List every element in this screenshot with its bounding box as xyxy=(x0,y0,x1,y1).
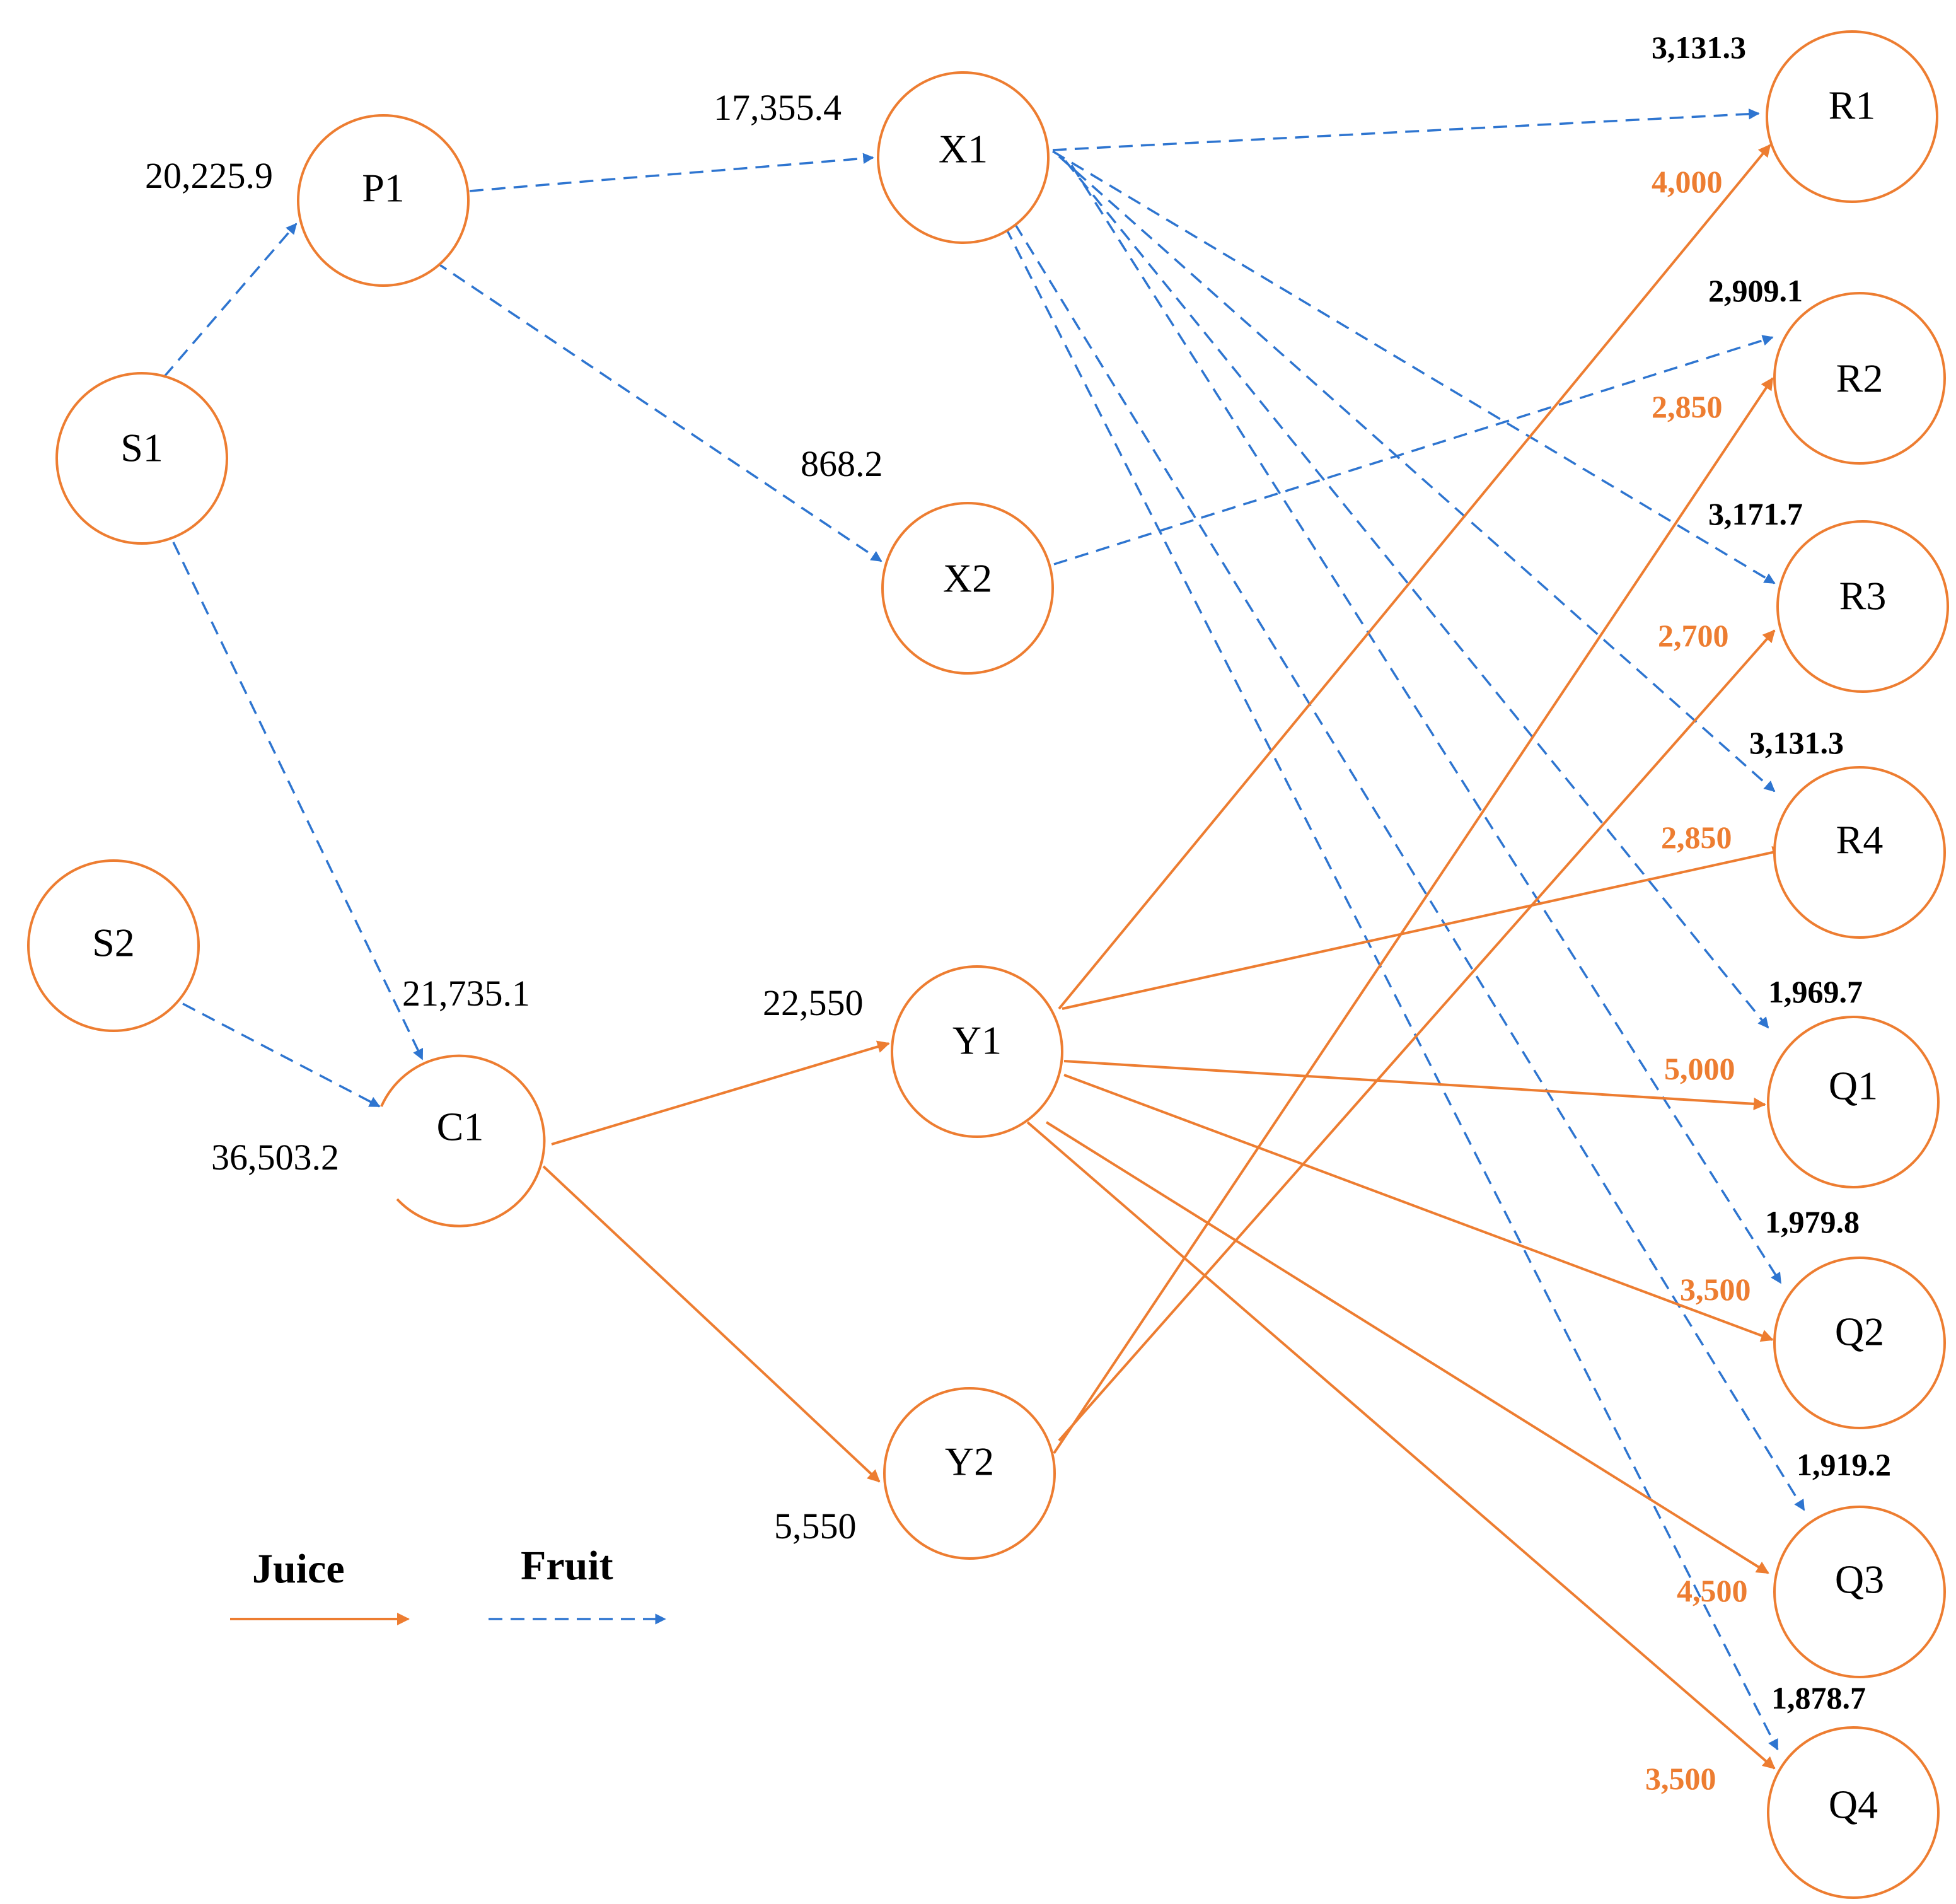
node-c1: C1 xyxy=(380,1054,546,1228)
node-label-s1: S1 xyxy=(120,426,163,470)
node-x2: X2 xyxy=(881,502,1054,675)
node-label-q2: Q2 xyxy=(1835,1309,1884,1354)
juice-value-q1: 5,000 xyxy=(1664,1051,1735,1086)
juice-edges xyxy=(542,144,1785,1770)
fruit-value-q1: 1,969.7 xyxy=(1768,974,1863,1009)
node-label-y2: Y2 xyxy=(945,1439,994,1484)
edge-y1-q2 xyxy=(1063,1074,1774,1342)
node-label-x1: X1 xyxy=(939,127,988,171)
node-y2: Y2 xyxy=(883,1387,1056,1560)
node-q1: Q1 xyxy=(1767,1016,1940,1188)
fruit-value-labels: 3,131.3 2,909.1 3,171.7 3,131.3 1,969.7 … xyxy=(1652,30,1891,1715)
fruit-value-r1: 3,131.3 xyxy=(1652,30,1746,65)
node-r4: R4 xyxy=(1773,766,1946,939)
node-label-s2: S2 xyxy=(92,920,135,965)
juice-value-r4: 2,850 xyxy=(1661,820,1732,855)
edge-y1-r4 xyxy=(1062,846,1785,1010)
edge-x1-q1 xyxy=(1064,160,1769,1029)
node-s2: S2 xyxy=(27,859,200,1032)
node-label-r1: R1 xyxy=(1829,83,1876,128)
node-label-c1: C1 xyxy=(437,1105,484,1149)
flow-label-y1: 22,550 xyxy=(763,982,864,1023)
flow-label-x1: 17,355.4 xyxy=(714,87,842,128)
node-label-q3: Q3 xyxy=(1835,1557,1884,1602)
fruit-value-r4: 3,131.3 xyxy=(1749,725,1844,760)
node-p1: P1 xyxy=(297,114,470,287)
node-r3: R3 xyxy=(1776,520,1949,693)
fruit-value-q2: 1,979.8 xyxy=(1765,1204,1860,1239)
edge-s1-c1 xyxy=(172,542,424,1060)
edge-y1-q4 xyxy=(1026,1121,1776,1770)
fruit-value-q3: 1,919.2 xyxy=(1797,1447,1891,1482)
edge-p1-x1 xyxy=(469,153,874,192)
edge-c1-y1 xyxy=(551,1040,890,1146)
fruit-edges xyxy=(163,108,1805,1751)
node-label-p1: P1 xyxy=(362,166,405,211)
edge-y1-q1 xyxy=(1063,1060,1766,1110)
juice-value-q2: 3,500 xyxy=(1680,1272,1751,1307)
node-label-q4: Q4 xyxy=(1829,1782,1878,1827)
node-label-r2: R2 xyxy=(1836,356,1884,401)
edge-x1-r3 xyxy=(1052,150,1776,584)
edge-x2-r2 xyxy=(1053,335,1774,566)
edge-x1-r4 xyxy=(1058,155,1776,792)
edge-y2-r3 xyxy=(1058,629,1776,1442)
fruit-value-r3: 3,171.7 xyxy=(1708,496,1803,531)
edge-p1-x2 xyxy=(434,260,883,562)
legend-juice-label: Juice xyxy=(252,1546,345,1592)
flow-label-c1-from-s1: 21,735.1 xyxy=(402,973,530,1014)
juice-value-r1: 4,000 xyxy=(1652,164,1723,199)
node-label-q1: Q1 xyxy=(1829,1064,1878,1108)
flow-label-y2: 5,550 xyxy=(774,1506,857,1547)
edge-x1-q2 xyxy=(1070,165,1782,1284)
node-q3: Q3 xyxy=(1773,1506,1946,1678)
node-label-r4: R4 xyxy=(1836,818,1884,862)
legend: Juice Fruit xyxy=(230,1543,666,1625)
flow-labels: 20,225.9 21,735.1 36,503.2 17,355.4 868.… xyxy=(145,87,883,1547)
edge-y1-q3 xyxy=(1045,1121,1769,1574)
fruit-value-q4: 1,878.7 xyxy=(1771,1680,1866,1715)
juice-value-r2: 2,850 xyxy=(1652,389,1723,424)
flow-label-x2: 868.2 xyxy=(801,443,883,484)
legend-fruit-label: Fruit xyxy=(521,1543,613,1589)
edge-s1-p1 xyxy=(163,223,298,378)
node-q4: Q4 xyxy=(1767,1726,1940,1899)
node-y1: Y1 xyxy=(891,965,1063,1138)
juice-value-q3: 4,500 xyxy=(1677,1573,1748,1608)
edge-x1-r1 xyxy=(1052,108,1760,151)
edge-c1-y2 xyxy=(542,1165,881,1483)
node-label-r3: R3 xyxy=(1839,574,1887,618)
juice-value-labels: 4,000 2,850 2,700 2,850 5,000 3,500 4,50… xyxy=(1645,164,1751,1796)
edge-x1-q4 xyxy=(1004,226,1779,1751)
node-s1: S1 xyxy=(55,372,228,545)
node-label-y1: Y1 xyxy=(952,1018,1002,1063)
juice-value-r3: 2,700 xyxy=(1658,618,1729,653)
node-x1: X1 xyxy=(877,71,1050,244)
flow-label-p1: 20,225.9 xyxy=(145,155,273,196)
node-r1: R1 xyxy=(1766,30,1938,203)
edge-s2-c1 xyxy=(182,1002,381,1108)
flow-label-c1-from-s2: 36,503.2 xyxy=(211,1137,339,1178)
edge-x1-q3 xyxy=(1014,223,1805,1511)
edge-y2-r2 xyxy=(1053,377,1774,1454)
fruit-value-r2: 2,909.1 xyxy=(1708,273,1803,308)
juice-value-q4: 3,500 xyxy=(1645,1761,1716,1796)
nodes: S1 S2 P1 C1 X1 X2 Y1 Y2 R1 R2 R3 R4 Q1 Q… xyxy=(27,30,1949,1899)
node-label-x2: X2 xyxy=(943,556,992,601)
node-q2: Q2 xyxy=(1773,1257,1946,1429)
edge-y1-r1 xyxy=(1058,144,1771,1010)
node-r2: R2 xyxy=(1773,292,1946,465)
